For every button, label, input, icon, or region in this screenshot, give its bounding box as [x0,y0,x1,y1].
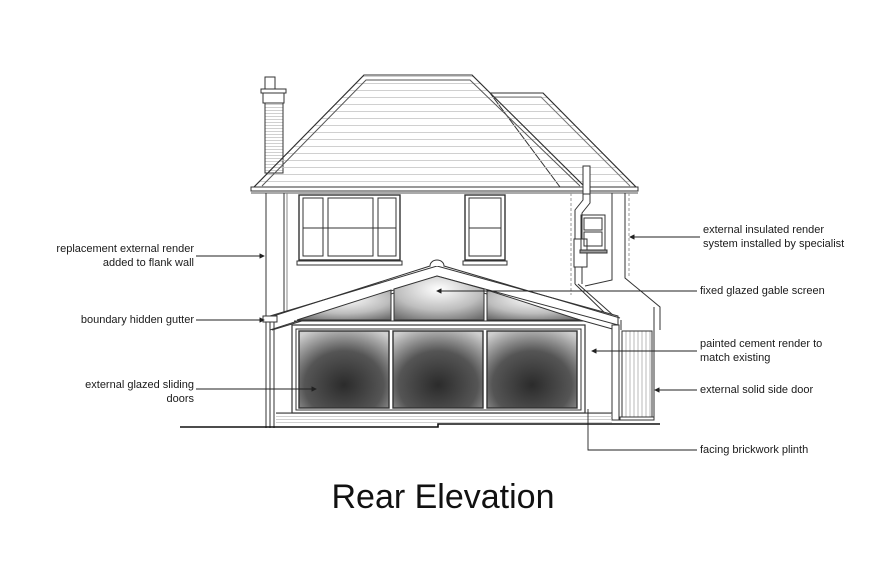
annotation-boundary-gutter: boundary hidden gutter [80,314,194,326]
extension-roof [266,259,621,331]
annotation-cement-render: painted cement render to match existing [700,338,823,364]
boundary-gutter [262,315,622,428]
annotation-side-door: external solid side door [700,384,814,396]
house-drawing [180,74,661,428]
chimney [260,76,287,174]
ground-line [180,423,660,428]
side-wing [573,165,661,418]
annotation-sliding-doors: external glazed sliding doors [85,379,194,405]
annotation-insulated-render: external insulated render system install… [703,224,845,250]
side-door [619,330,655,421]
annotation-gable-screen: fixed glazed gable screen [700,285,825,297]
drawing-title: Rear Elevation [331,478,555,516]
first-floor-window-left [296,194,403,266]
annotation-flank-render: replacement external render added to fla… [56,243,194,269]
leader-lines [196,234,700,451]
first-floor-window-right [462,194,508,266]
brickwork-plinth [276,412,612,425]
sliding-doors [291,324,586,414]
annotation-brickwork-plinth: facing brickwork plinth [700,444,809,456]
